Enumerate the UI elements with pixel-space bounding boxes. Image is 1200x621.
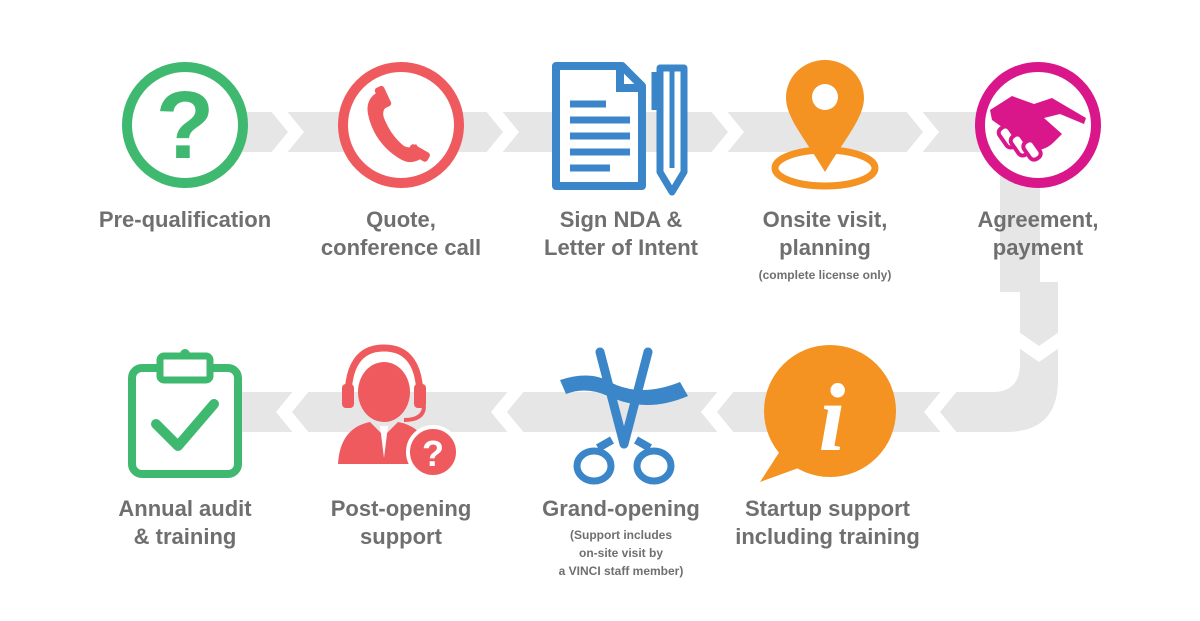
question-mark-icon: ? — [122, 62, 248, 188]
step-7-note: (Support includes on-site visit by a VIN… — [558, 528, 684, 578]
step-7-label: Grand-opening — [542, 496, 700, 521]
scissors-ribbon-icon — [560, 347, 688, 485]
document-pen-icon — [552, 62, 688, 196]
step-4-label: Onsite visit, planning — [762, 207, 888, 260]
chevrons-bottom — [276, 390, 958, 434]
clipboard-check-icon — [128, 349, 242, 478]
svg-text:?: ? — [422, 433, 444, 474]
svg-text:?: ? — [156, 72, 215, 179]
phone-icon — [338, 62, 464, 188]
step-4-note: (complete license only) — [758, 268, 892, 282]
info-bubble-icon: i — [760, 345, 896, 482]
step-6-label: Startup support including training — [735, 496, 920, 549]
support-agent-icon: ? — [338, 344, 460, 479]
step-1-label: Pre-qualification — [98, 207, 272, 232]
chevrons-top — [270, 110, 939, 154]
step-2-label: Quote, conference call — [320, 207, 482, 260]
step-8-label: Post-opening support — [330, 496, 472, 549]
step-9-label: Annual audit & training — [118, 496, 252, 549]
handshake-icon — [975, 62, 1101, 188]
svg-text:i: i — [819, 364, 846, 471]
step-3-label: Sign NDA & Letter of Intent — [544, 207, 698, 260]
map-pin-icon — [771, 60, 879, 190]
chevron-down — [1016, 330, 1062, 362]
step-5-label: Agreement, payment — [977, 207, 1099, 260]
